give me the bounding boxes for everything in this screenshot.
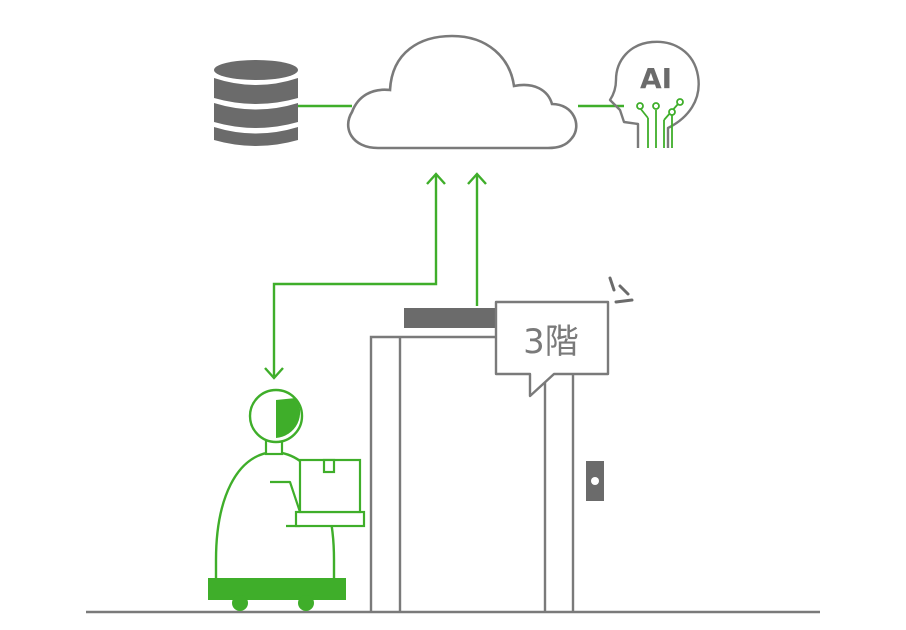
package-icon [298,458,362,514]
cloud-icon [346,34,578,150]
robot-wheel-right [298,595,314,611]
ai-head-icon: AI [608,40,700,148]
speech-bubble-icon: 3階 [494,300,610,398]
floor-label: 3階 [523,322,579,362]
robot-tray [294,510,366,528]
robot-wheel-left [232,595,248,611]
elevator-sensor [404,308,496,328]
robot-icon [208,388,366,611]
database-icon [214,60,298,146]
elevator-cloud-arrow [467,172,487,306]
ai-label: AI [640,62,672,95]
robot-cloud-arrow [264,172,446,380]
robot-face [276,398,301,438]
robot-base [208,578,346,600]
alert-lines-icon [608,276,634,304]
